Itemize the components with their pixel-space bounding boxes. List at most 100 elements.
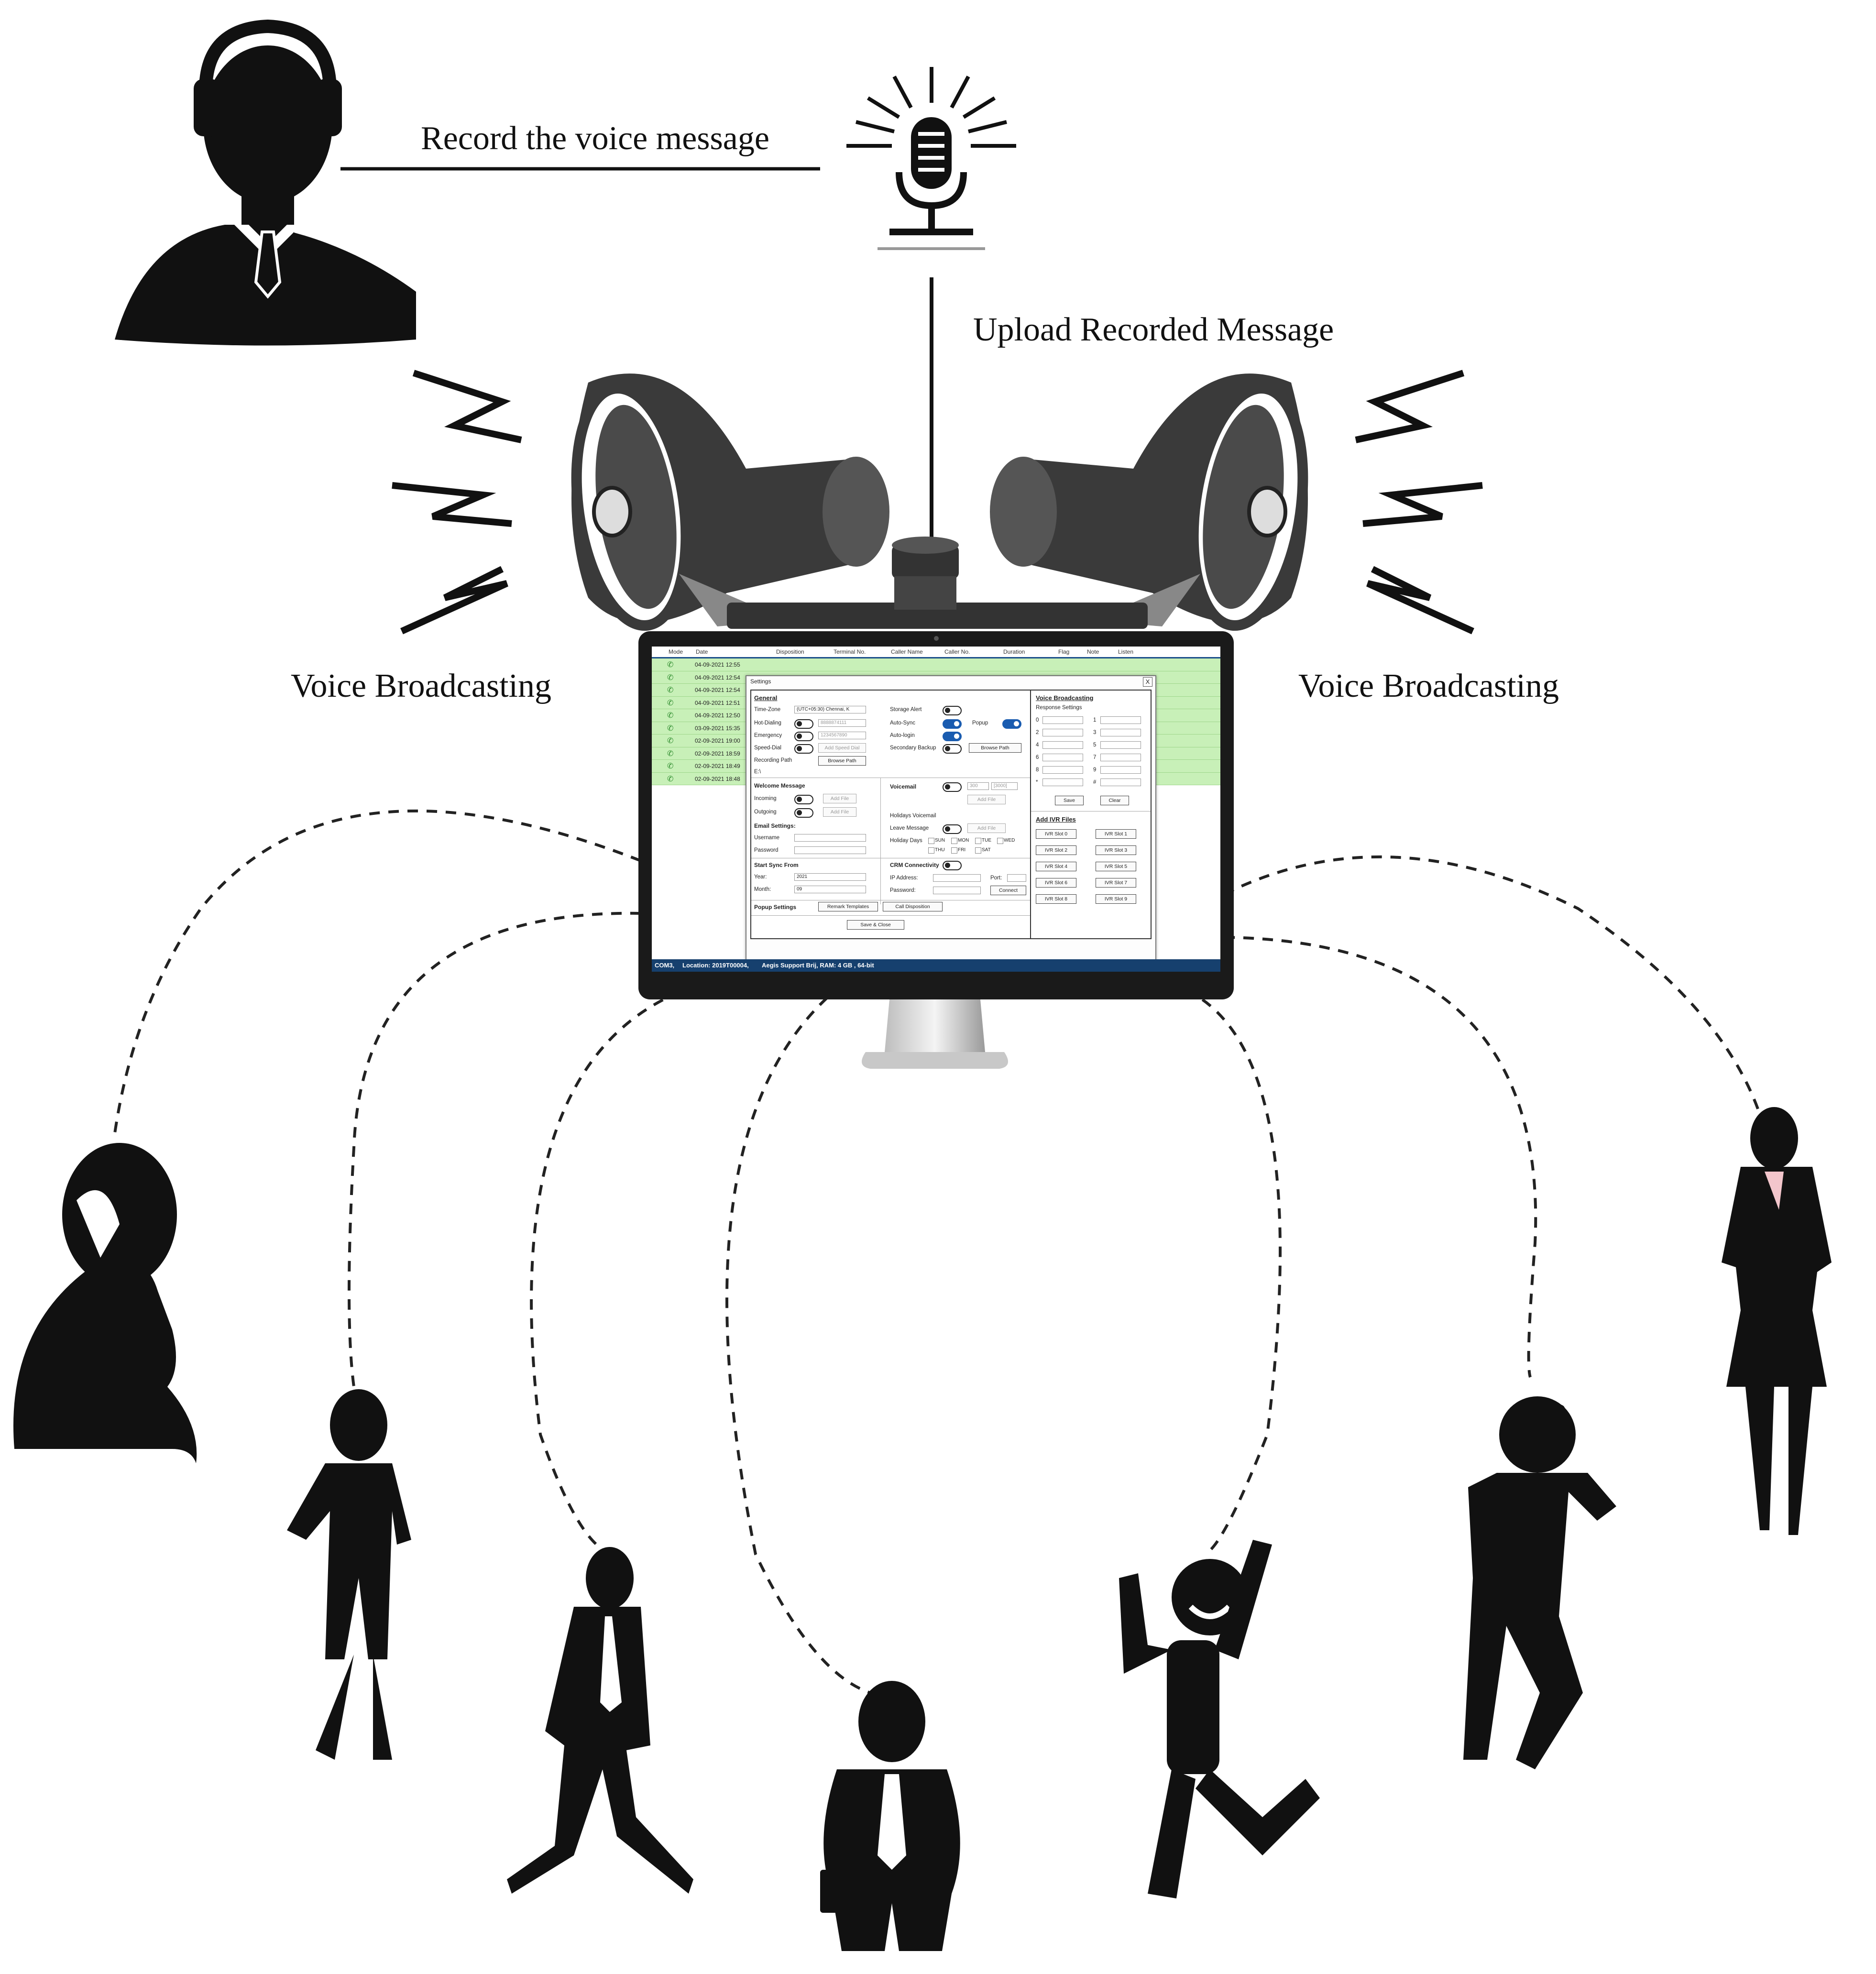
incoming-toggle[interactable] xyxy=(794,795,813,804)
timezone-select[interactable]: (UTC+05:30) Chennai, K xyxy=(794,706,866,713)
day-checkbox-sat[interactable] xyxy=(975,847,981,854)
day-checkbox-fri[interactable] xyxy=(951,847,957,854)
phone-icon: ✆ xyxy=(667,661,674,669)
day-checkbox-wed[interactable] xyxy=(997,838,1003,844)
auto-sync-toggle[interactable] xyxy=(943,719,962,729)
key-input-4[interactable] xyxy=(1042,741,1083,749)
day-checkbox-mon[interactable] xyxy=(951,838,957,844)
password-input[interactable] xyxy=(794,846,866,854)
key-input-0[interactable] xyxy=(1042,716,1083,724)
key-input-6[interactable] xyxy=(1042,754,1083,761)
key-input-9[interactable] xyxy=(1100,766,1141,774)
ivr-slot-7-button[interactable]: IVR Slot 7 xyxy=(1096,878,1136,888)
storage-alert-toggle[interactable] xyxy=(943,706,962,715)
col-mode[interactable]: Mode xyxy=(669,648,683,655)
col-note[interactable]: Note xyxy=(1087,648,1099,655)
key-input-star[interactable] xyxy=(1042,779,1083,786)
table-row[interactable]: ✆04-09-2021 12:55 xyxy=(652,658,1220,671)
welcome-heading: Welcome Message xyxy=(754,782,805,789)
hot-dialing-label: Hot-Dialing xyxy=(754,720,781,726)
username-input[interactable] xyxy=(794,834,866,842)
key-label: 8 xyxy=(1036,767,1039,773)
col-terminal[interactable]: Terminal No. xyxy=(834,648,866,655)
port-label: Port: xyxy=(990,875,1002,881)
incoming-add-file-button[interactable]: Add File xyxy=(823,794,856,803)
ivr-slot-4-button[interactable]: IVR Slot 4 xyxy=(1036,862,1076,871)
day-checkbox-tue[interactable] xyxy=(975,838,981,844)
emergency-toggle[interactable] xyxy=(794,732,813,741)
auto-login-toggle[interactable] xyxy=(943,732,962,741)
voicemail-add-file-button[interactable]: Add File xyxy=(967,795,1006,804)
call-disposition-button[interactable]: Call Disposition xyxy=(883,902,943,911)
year-label: Year: xyxy=(754,874,767,880)
col-listen[interactable]: Listen xyxy=(1118,648,1134,655)
col-caller-no[interactable]: Caller No. xyxy=(944,648,970,655)
ip-label: IP Address: xyxy=(890,875,918,881)
headset-agent-icon xyxy=(115,19,416,346)
col-caller-name[interactable]: Caller Name xyxy=(891,648,923,655)
port-input[interactable] xyxy=(1007,874,1026,882)
day-checkbox-sun[interactable] xyxy=(928,838,934,844)
ip-input[interactable] xyxy=(933,874,981,882)
connect-button[interactable]: Connect xyxy=(990,886,1026,895)
crm-toggle[interactable] xyxy=(943,861,962,870)
person-on-phone-icon xyxy=(1463,1396,1616,1769)
browse-path-button[interactable]: Browse Path xyxy=(818,756,866,766)
outgoing-add-file-button[interactable]: Add File xyxy=(823,807,856,817)
key-input-3[interactable] xyxy=(1100,729,1141,736)
day-checkbox-thu[interactable] xyxy=(928,847,934,854)
key-input-7[interactable] xyxy=(1100,754,1141,761)
col-date[interactable]: Date xyxy=(696,648,708,655)
settings-dialog: Settings X General Time-Zone (UTC+05:30)… xyxy=(746,675,1156,964)
key-input-1[interactable] xyxy=(1100,716,1141,724)
secondary-backup-toggle[interactable] xyxy=(943,744,962,754)
col-duration[interactable]: Duration xyxy=(1003,648,1025,655)
crm-password-input[interactable] xyxy=(933,887,981,894)
emergency-label: Emergency xyxy=(754,733,782,738)
key-label: 0 xyxy=(1036,717,1039,723)
popup-toggle[interactable] xyxy=(1002,719,1021,729)
secondary-backup-label: Secondary Backup xyxy=(890,745,936,751)
outgoing-toggle[interactable] xyxy=(794,808,813,818)
voicemail-toggle[interactable] xyxy=(943,782,962,792)
month-select[interactable]: 09 xyxy=(794,886,866,893)
key-input-5[interactable] xyxy=(1100,741,1141,749)
leave-message-toggle[interactable] xyxy=(943,824,962,834)
speed-dial-toggle[interactable] xyxy=(794,744,813,754)
voicemail-field-2[interactable]: [3000] xyxy=(991,782,1018,790)
ivr-slot-8-button[interactable]: IVR Slot 8 xyxy=(1036,894,1076,904)
hot-dialing-input[interactable]: 8888874111 xyxy=(818,719,866,727)
month-label: Month: xyxy=(754,887,771,892)
status-com: COM3, xyxy=(655,962,675,969)
key-input-2[interactable] xyxy=(1042,729,1083,736)
voicemail-field-1[interactable]: 300 xyxy=(967,782,989,790)
vb-save-button[interactable]: Save xyxy=(1055,796,1084,805)
ivr-slot-3-button[interactable]: IVR Slot 3 xyxy=(1096,845,1136,855)
browse-path-2-button[interactable]: Browse Path xyxy=(969,743,1021,753)
close-icon[interactable]: X xyxy=(1143,677,1152,687)
hot-dialing-toggle[interactable] xyxy=(794,719,813,729)
ivr-slot-6-button[interactable]: IVR Slot 6 xyxy=(1036,878,1076,888)
year-select[interactable]: 2021 xyxy=(794,873,866,881)
emergency-input[interactable]: 1234567890 xyxy=(818,732,866,739)
ivr-slot-5-button[interactable]: IVR Slot 5 xyxy=(1096,862,1136,871)
recording-path-value: E:\ xyxy=(754,769,761,775)
day-label: TUE xyxy=(982,838,991,843)
col-flag[interactable]: Flag xyxy=(1058,648,1070,655)
remark-templates-button[interactable]: Remark Templates xyxy=(818,902,878,911)
ivr-slot-9-button[interactable]: IVR Slot 9 xyxy=(1096,894,1136,904)
col-disposition[interactable]: Disposition xyxy=(776,648,804,655)
vb-clear-button[interactable]: Clear xyxy=(1100,796,1129,805)
key-label: 4 xyxy=(1036,742,1039,748)
save-close-button[interactable]: Save & Close xyxy=(847,920,904,930)
key-label: 1 xyxy=(1093,717,1097,723)
ivr-slot-0-button[interactable]: IVR Slot 0 xyxy=(1036,829,1076,839)
add-speed-dial-button[interactable]: Add Speed Dial xyxy=(818,743,866,753)
leave-message-add-file-button[interactable]: Add File xyxy=(967,823,1006,833)
ivr-slot-2-button[interactable]: IVR Slot 2 xyxy=(1036,845,1076,855)
key-input-8[interactable] xyxy=(1042,766,1083,774)
ivr-slot-1-button[interactable]: IVR Slot 1 xyxy=(1096,829,1136,839)
microphone-icon xyxy=(846,67,1016,250)
key-input-hash[interactable] xyxy=(1100,779,1141,786)
